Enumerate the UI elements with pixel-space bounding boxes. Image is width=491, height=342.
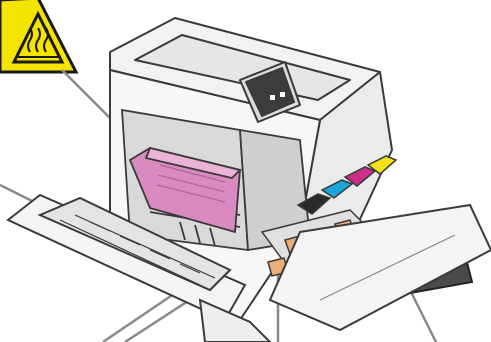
hot-surface-warning-icon: [0, 0, 76, 72]
